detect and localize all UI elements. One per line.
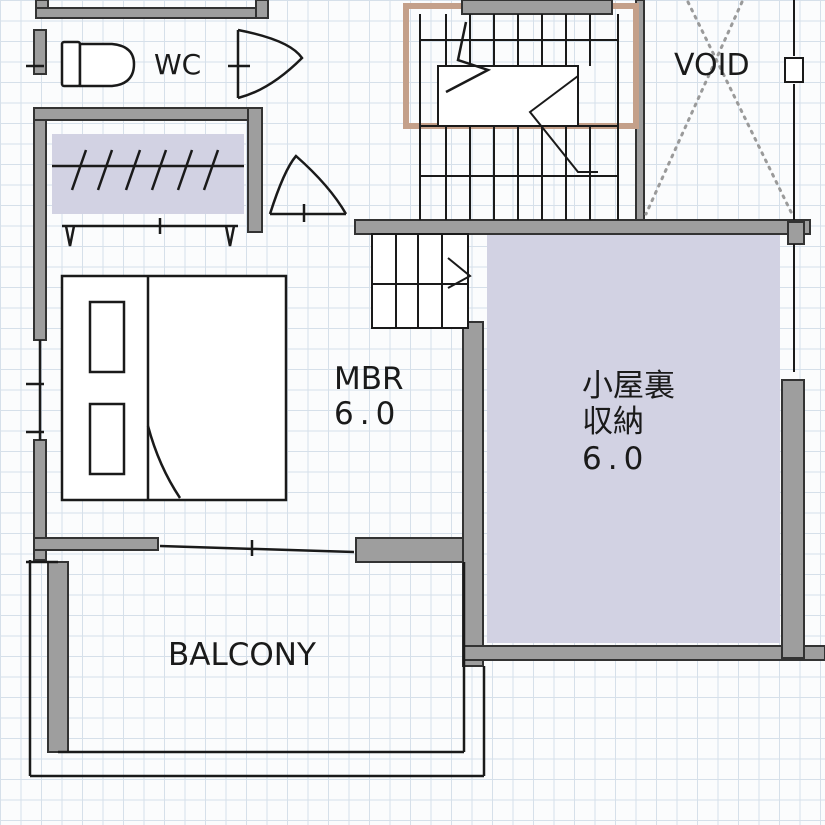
wall-right-lower: [781, 379, 805, 659]
pillow-1: [88, 300, 126, 374]
loft-line-1: 小屋裏: [582, 368, 675, 404]
void-label: VOID: [674, 49, 750, 83]
wall-left-mid: [33, 109, 47, 341]
wall-closet-top: [33, 107, 263, 121]
void-diagonal-b: [644, 0, 744, 216]
landing-arrow: [447, 257, 472, 289]
bed: [60, 274, 288, 502]
mbr-door-swing: [268, 154, 348, 215]
balcony: [26, 560, 486, 778]
stair-break-mark: [445, 21, 492, 94]
closet: [52, 149, 244, 247]
stair-direction-arrow: [528, 75, 598, 173]
blanket-fold: [146, 425, 182, 499]
void-diagonal-a: [686, 0, 794, 216]
pillow-2: [88, 402, 126, 476]
wc-label: WC: [154, 48, 202, 81]
loft-storage-label: 小屋裏 収納 6.0: [582, 368, 675, 477]
mbr-name: MBR: [334, 361, 404, 397]
wall-mbr-bottom-left: [33, 537, 159, 551]
right-window-mark: [784, 57, 804, 83]
bed-frame: [60, 274, 288, 502]
void-label-text: VOID: [674, 48, 750, 83]
wall-center-vertical: [462, 321, 484, 667]
toilet-tank: [60, 40, 82, 88]
closet-fill: [52, 134, 244, 214]
toilet-bowl: [78, 42, 136, 88]
right-edge-lines: [784, 0, 804, 372]
balcony-label-text: BALCONY: [168, 637, 316, 673]
staircase: [371, 0, 639, 329]
balcony-window-line: [159, 544, 355, 554]
wall-mbr-bottom-right: [355, 537, 465, 563]
wall-loft-bottom: [462, 645, 825, 661]
void-cross: [644, 0, 794, 216]
loft-size: 6.0: [582, 440, 650, 477]
stair-top-block: [461, 0, 613, 15]
wc-label-text: WC: [154, 48, 202, 81]
balcony-left-wall: [47, 561, 69, 753]
wall-right-stub: [787, 221, 805, 245]
storage-fills: [52, 134, 780, 643]
stair-center-box: [437, 65, 579, 127]
landing-treads: [372, 234, 468, 328]
landing-stairs: [371, 233, 469, 329]
wall-top-cap: [35, 7, 267, 19]
mbr-size: 6.0: [334, 395, 402, 432]
wc-door-swing: [237, 28, 304, 100]
wall-landing-top: [354, 219, 811, 235]
wall-closet-right: [247, 107, 263, 233]
toilet: [60, 40, 136, 88]
doors: [26, 28, 355, 556]
wall-top-right-stub: [255, 0, 269, 19]
wall-left-upper: [33, 29, 47, 75]
loft-storage-fill: [487, 233, 780, 643]
loft-line-2: 収納: [582, 404, 644, 441]
walls: [33, 0, 825, 667]
balcony-label: BALCONY: [168, 638, 316, 673]
mbr-label: MBR 6.0: [334, 362, 404, 431]
